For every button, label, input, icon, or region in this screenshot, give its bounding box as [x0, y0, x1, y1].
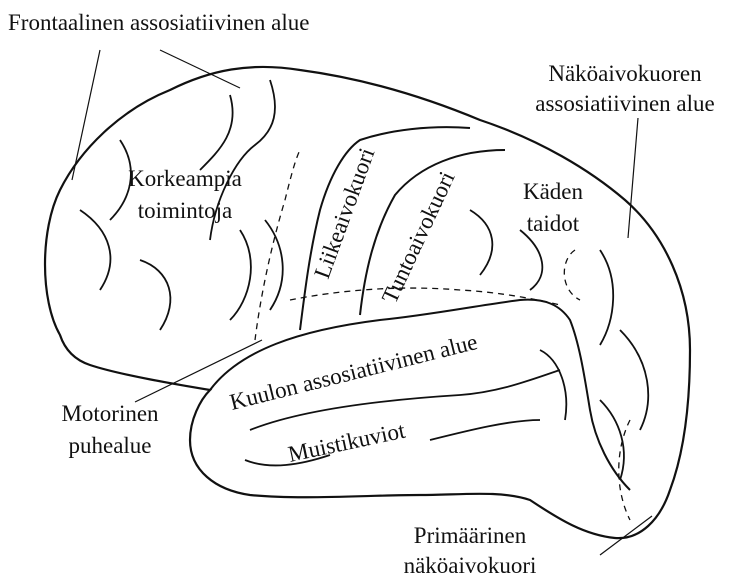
label-visual-assoc-line2: assosiatiivinen alue [510, 90, 740, 118]
gyrus-detail [540, 350, 566, 420]
leader-line-visual-assoc [628, 118, 638, 238]
gyrus-detail [230, 230, 251, 320]
dashed-boundary [290, 288, 560, 305]
label-primary-visual-line1: Primäärinen [380, 522, 560, 550]
label-motor-speech-line1: Motorinen [40, 400, 180, 428]
gyrus-detail [265, 220, 283, 310]
label-hand-line2: taidot [508, 210, 598, 238]
gyrus-detail [200, 95, 233, 170]
leader-line-primary-visual [600, 516, 652, 555]
label-hand-line1: Käden [508, 178, 598, 206]
gyrus-detail [620, 330, 648, 430]
label-sensory-cortex: Tuntoaivokuori [377, 168, 460, 308]
gyrus-detail [430, 420, 540, 440]
leader-line-frontal [72, 50, 100, 180]
label-primary-visual-line2: näköaivokuori [370, 552, 570, 580]
gyrus-detail [140, 260, 170, 330]
label-higher-line1: Korkeampia [100, 165, 270, 193]
gyrus-detail [470, 210, 492, 275]
label-memory: Muistikuviot [286, 418, 408, 467]
label-auditory-assoc: Kuulon assosiatiivinen alue [227, 329, 480, 415]
label-motor-speech-line2: puhealue [40, 432, 180, 460]
label-higher-line2: toimintoja [100, 197, 270, 225]
gyrus-detail [520, 230, 542, 290]
label-frontal-assoc: Frontaalinen assosiatiivinen alue [8, 9, 309, 37]
gyrus-detail [600, 250, 613, 345]
dashed-boundary [564, 250, 580, 300]
label-visual-assoc-line1: Näköaivokuoren [525, 60, 725, 88]
